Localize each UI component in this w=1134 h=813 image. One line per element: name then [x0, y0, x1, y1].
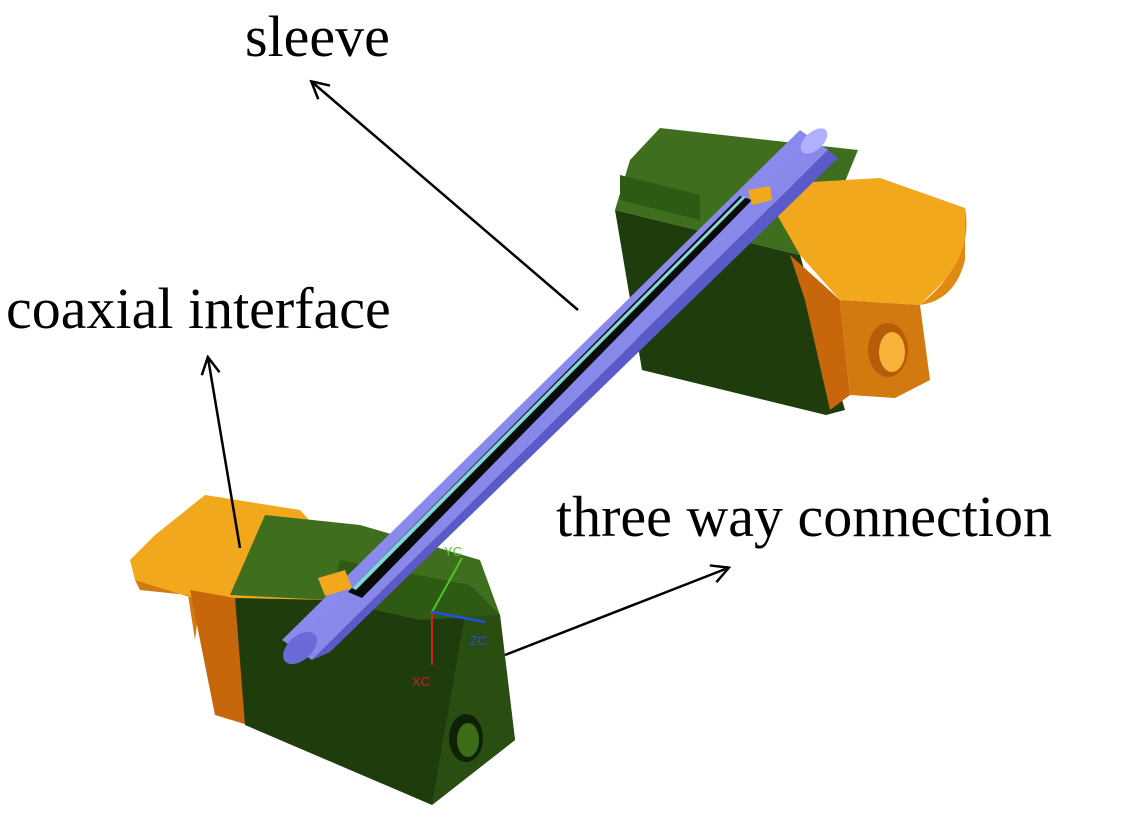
axis-z-label: ZC: [470, 633, 487, 648]
coaxial-interface-callout-arrow: [208, 358, 242, 549]
three-way-connection-callout-arrow: [504, 568, 728, 657]
sleeve-tube: [282, 128, 838, 665]
axis-z-line: [431, 610, 486, 624]
three-way-connection-label: three way connection: [556, 484, 1052, 549]
sleeve-callout-arrow: [312, 82, 579, 311]
sleeve-label: sleeve: [245, 4, 390, 69]
coordinate-axis-triad: XC YC ZC: [412, 544, 487, 689]
axis-x-label: XC: [412, 674, 430, 689]
coaxial-interface-label: coaxial interface: [6, 276, 391, 341]
axis-y-line: [431, 557, 463, 613]
axis-y-label: YC: [444, 544, 462, 559]
